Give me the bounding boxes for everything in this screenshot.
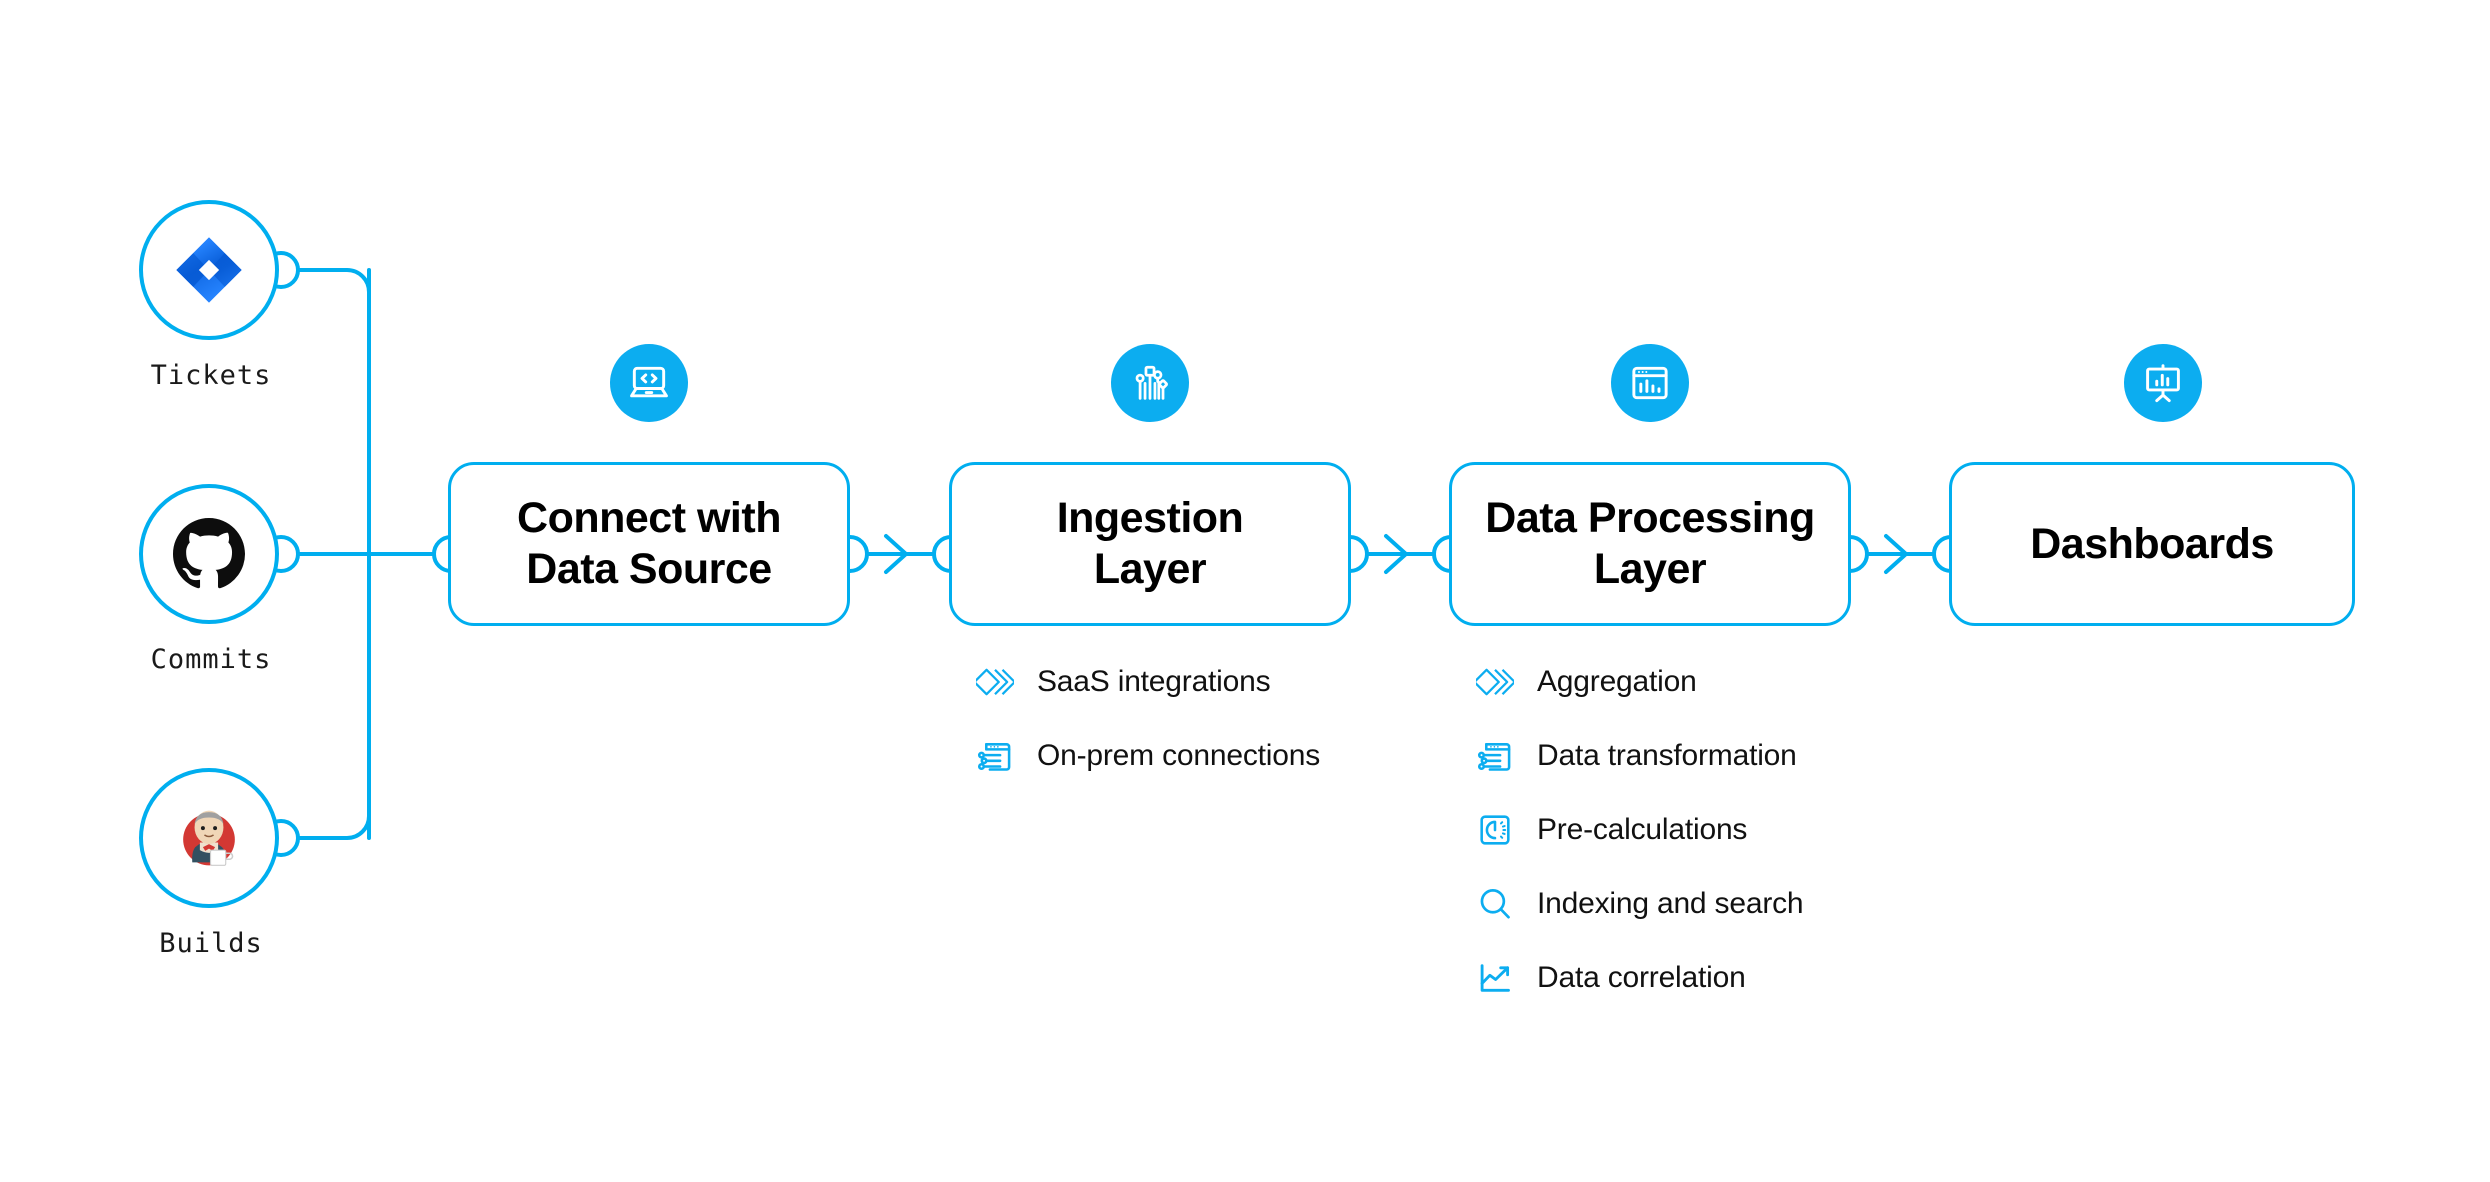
ingestion-feature-list: SaaS integrations On-prem conne (975, 645, 1320, 793)
badge-ingestion-layer (1111, 344, 1189, 422)
circuit-board-icon (1135, 365, 1168, 400)
feature-item[interactable]: Aggregation (1475, 645, 1803, 719)
badge-dashboards (2124, 344, 2202, 422)
arrowhead-stage2-stage3 (1384, 534, 1408, 574)
source-circle-builds (139, 768, 279, 908)
search-icon (1475, 884, 1515, 924)
source-node-commits[interactable]: Commits (139, 484, 283, 675)
arrowhead-stage1-stage2 (884, 534, 908, 574)
line-chart-icon (1475, 958, 1515, 998)
source-label-commits: Commits (150, 644, 272, 675)
feature-item[interactable]: Data transformation (1475, 719, 1803, 793)
github-icon (173, 518, 245, 589)
window-sliders-icon (975, 736, 1015, 776)
chevrons-icon (1475, 662, 1515, 702)
source-circle-tickets (139, 200, 279, 340)
chevrons-icon (975, 662, 1015, 702)
feature-item[interactable]: SaaS integrations (975, 645, 1320, 719)
feature-label: Data correlation (1537, 961, 1746, 994)
source-label-builds: Builds (159, 928, 263, 959)
jira-icon (176, 237, 242, 303)
source-circle-commits (139, 484, 279, 624)
feature-label: Aggregation (1537, 665, 1697, 698)
gauge-square-icon (1475, 810, 1515, 850)
feature-label: Data transformation (1537, 739, 1797, 772)
wire-tickets (283, 268, 371, 532)
source-node-tickets[interactable]: Tickets (139, 200, 283, 391)
source-label-tickets: Tickets (150, 360, 272, 391)
laptop-code-icon (630, 366, 668, 398)
stage-box-dashboards[interactable]: Dashboards (1949, 462, 2355, 626)
feature-label: Indexing and search (1537, 887, 1804, 920)
feature-item[interactable]: On-prem connections (975, 719, 1320, 793)
feature-item[interactable]: Data correlation (1475, 941, 1803, 1015)
feature-item[interactable]: Pre-calculations (1475, 793, 1803, 867)
feature-label: SaaS integrations (1037, 665, 1271, 698)
window-sliders-icon (1475, 736, 1515, 776)
badge-connect-with-data-source (610, 344, 688, 422)
processing-feature-list: Aggregation Data transformation (1475, 645, 1804, 1015)
presentation-chart-icon (2146, 364, 2180, 403)
arrowhead-stage3-stage4 (1884, 534, 1908, 574)
feature-item[interactable]: Indexing and search (1475, 867, 1804, 941)
feature-label: Pre-calculations (1537, 813, 1748, 846)
stage-title-dashboards: Dashboards (2030, 519, 2274, 568)
source-node-builds[interactable]: Builds (139, 768, 283, 959)
wire-builds (283, 568, 371, 840)
browser-chart-icon (1632, 366, 1668, 400)
jenkins-icon (183, 810, 235, 866)
feature-label: On-prem connections (1037, 739, 1321, 772)
badge-data-processing-layer (1611, 344, 1689, 422)
